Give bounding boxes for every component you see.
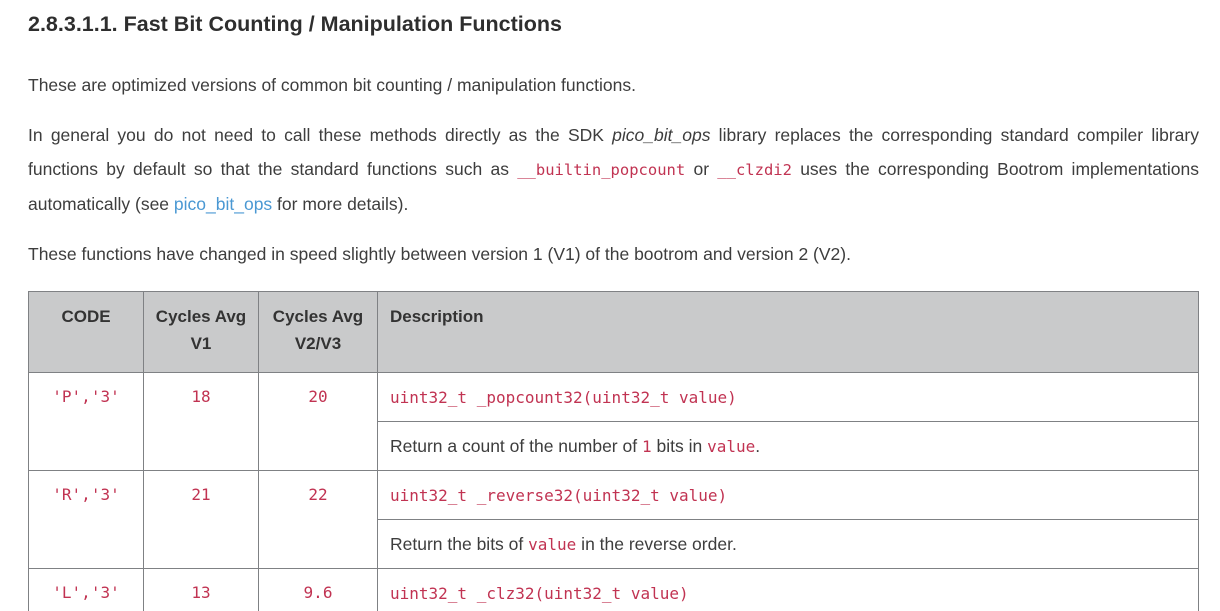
table-row: 'L','3' 13 9.6 uint32_t _clz32(uint32_t … (28, 568, 1199, 611)
pico-bit-ops-link[interactable]: pico_bit_ops (173, 194, 273, 214)
emphasized-text: pico_bit_ops (612, 125, 711, 145)
inline-code: __builtin_popcount (517, 161, 686, 179)
col-header-cycles-v1: Cycles Avg V1 (143, 291, 259, 373)
code-cell: 'L','3' (28, 568, 144, 611)
table-row: 'R','3' 21 22 uint32_t _reverse32(uint32… (28, 470, 1199, 569)
code-cell: 'R','3' (28, 470, 144, 569)
inline-code: value (528, 534, 577, 554)
code-cell: 'P','3' (28, 372, 144, 471)
col-header-description: Description (377, 291, 1199, 373)
table-row-description: Return the bits of value in the reverse … (29, 519, 1199, 569)
cycles-v1-cell: 13 (143, 568, 259, 611)
cycles-v2v3-cell: 22 (258, 470, 378, 569)
inline-code: __clzdi2 (717, 161, 792, 179)
col-header-cycles-v2v3: Cycles Avg V2/V3 (258, 291, 378, 373)
cycles-v1-cell: 18 (143, 372, 259, 471)
col-header-code: CODE (28, 291, 144, 373)
function-description: Return a count of the number of 1 bits i… (377, 421, 1199, 471)
table-row-description: Return a count of the number of 1 bits i… (29, 421, 1199, 471)
table-header: CODE Cycles Avg V1 Cycles Avg V2/V3 Desc… (28, 291, 1199, 373)
inline-code: value (707, 436, 756, 456)
cycles-v2v3-cell: 9.6 (258, 568, 378, 611)
cycles-v1-cell: 21 (143, 470, 259, 569)
page-title: 2.8.3.1.1. Fast Bit Counting / Manipulat… (28, 12, 562, 36)
function-signature: uint32_t _clz32(uint32_t value) (377, 568, 1199, 611)
version-note-paragraph: These functions have changed in speed sl… (28, 244, 851, 264)
sdk-note-paragraph: In general you do not need to call these… (28, 125, 1199, 214)
functions-table: CODE Cycles Avg V1 Cycles Avg V2/V3 Desc… (28, 291, 1199, 611)
table-row: 'P','3' 18 20 uint32_t _popcount32(uint3… (28, 372, 1199, 471)
cycles-v2v3-cell: 20 (258, 372, 378, 471)
function-signature: uint32_t _reverse32(uint32_t value) (377, 470, 1199, 520)
function-description: Return the bits of value in the reverse … (377, 519, 1199, 569)
inline-code: 1 (641, 436, 652, 456)
function-signature: uint32_t _popcount32(uint32_t value) (377, 372, 1199, 422)
intro-paragraph: These are optimized versions of common b… (28, 75, 636, 95)
